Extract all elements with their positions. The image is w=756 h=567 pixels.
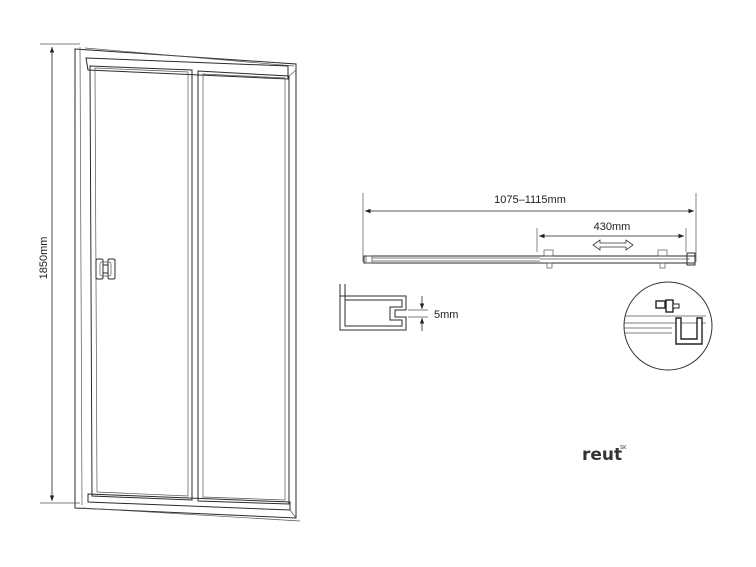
gap-dimension-label: 5mm xyxy=(434,309,458,321)
brand-logo: reut SK xyxy=(582,445,627,465)
opening-dimension-label: 430mm xyxy=(594,221,631,233)
width-dimension-label: 1075–1115mm xyxy=(494,194,566,206)
door-handle-icon xyxy=(95,258,116,280)
height-dimension: 1850mm xyxy=(38,43,80,504)
door-front-elevation xyxy=(74,46,301,522)
brand-name: reut xyxy=(582,445,622,465)
height-dimension-label: 1850mm xyxy=(38,237,50,280)
plan-view: 1075–1115mm 430mm xyxy=(362,193,697,269)
double-arrow-icon xyxy=(592,239,634,251)
wall-profile-section: 5mm xyxy=(339,284,458,331)
brand-mark: SK xyxy=(620,445,627,451)
detail-callout xyxy=(623,281,713,371)
